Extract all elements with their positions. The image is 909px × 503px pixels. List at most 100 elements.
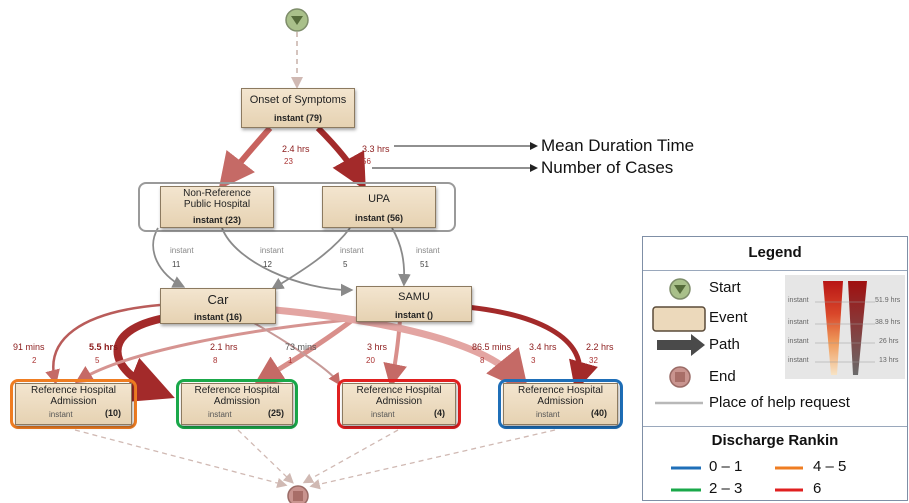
annotation-number-cases: Number of Cases xyxy=(541,158,674,177)
node-upa[interactable]: UPA instant (56) xyxy=(322,186,436,228)
node-onset-of-symptoms[interactable]: Onset of Symptoms instant (79) xyxy=(241,88,355,128)
rankin-frame-blue xyxy=(498,379,623,429)
edge-label-time: 3.3 hrs xyxy=(362,144,390,154)
edge-label-count: 1 xyxy=(288,356,293,365)
node-title-line1: Reference Hospital xyxy=(356,385,442,396)
legend-scale-left-label: instant xyxy=(788,338,809,345)
node-non-reference-hospital[interactable]: Non-Reference Public Hospital instant (2… xyxy=(160,186,274,228)
node-samu[interactable]: SAMU instant () xyxy=(356,286,472,322)
node-reference-hospital-4[interactable]: Reference Hospital Admission instant (40… xyxy=(503,383,618,425)
edge-label-count: 3 xyxy=(531,356,536,365)
rankin-frame-red xyxy=(337,379,461,429)
node-count: (10) xyxy=(104,408,121,418)
edge-onset-upa xyxy=(315,125,366,191)
legend-scale-left-label: instant xyxy=(788,319,809,326)
node-sub: instant (23) xyxy=(192,215,241,225)
legend-scale-wedge-b xyxy=(848,281,867,375)
edge-label-time: instant xyxy=(170,246,194,255)
rankin-frame-green xyxy=(176,379,298,429)
edge-label-count: 56 xyxy=(362,157,371,166)
edge-label-count: 8 xyxy=(480,356,485,365)
node-duration: instant xyxy=(49,410,73,419)
legend-rankin-label: 6 xyxy=(813,480,822,497)
legend-scale-left-label: instant xyxy=(788,297,809,304)
node-title: Car xyxy=(207,292,229,307)
legend-help-label: Place of help request xyxy=(709,394,850,411)
node-reference-hospital-3[interactable]: Reference Hospital Admission instant (4) xyxy=(342,383,456,425)
node-reference-hospital-2[interactable]: Reference Hospital Admission instant (25… xyxy=(181,383,293,425)
node-duration: instant xyxy=(371,410,395,419)
edge-label-count: 8 xyxy=(213,356,218,365)
edge-label-count: 12 xyxy=(263,260,272,269)
edge-label-count: 2 xyxy=(32,356,37,365)
dashed-ref3-end xyxy=(302,429,399,484)
edge-label-time: 5.5 hrs xyxy=(89,342,119,352)
legend-path-label: Path xyxy=(709,336,740,353)
legend-scale-left-label: instant xyxy=(788,357,809,364)
edge-upa-samu xyxy=(391,227,411,287)
edge-label-time: 2.2 hrs xyxy=(586,342,614,352)
dashed-ref2-end xyxy=(237,429,294,484)
edge-label-time: instant xyxy=(260,246,284,255)
legend-event-icon xyxy=(652,306,706,332)
edge-label-count: 5 xyxy=(343,260,348,269)
node-title-line1: Reference Hospital xyxy=(194,385,280,396)
node-title-line2: Admission xyxy=(213,396,261,407)
start-chevron-icon xyxy=(291,16,303,25)
node-title: SAMU xyxy=(398,291,430,303)
node-duration: instant xyxy=(208,410,232,419)
node-sub: instant () xyxy=(395,310,433,320)
node-count: (25) xyxy=(267,408,284,418)
edge-label-count: 32 xyxy=(589,356,598,365)
edge-car-ref3 xyxy=(244,317,341,386)
edge-onset-nonref xyxy=(218,126,273,190)
node-title-line1: Reference Hospital xyxy=(517,385,604,396)
legend-rankin-label: 2 – 3 xyxy=(709,480,743,497)
number-cases-arrowhead xyxy=(530,164,538,172)
edge-label-count: 20 xyxy=(366,356,375,365)
legend-rankin-title: Discharge Rankin xyxy=(711,432,839,449)
node-car[interactable]: Car instant (16) xyxy=(160,288,276,324)
legend-scale-right-label: 38.9 hrs xyxy=(875,319,901,326)
mean-duration-arrowhead xyxy=(530,142,538,150)
legend-event-label: Event xyxy=(709,309,748,326)
edge-car-ref1 xyxy=(45,303,161,385)
legend-scale-wedge-a xyxy=(823,281,843,375)
edge-car-ref4 xyxy=(274,306,529,393)
node-title-line2: Admission xyxy=(375,396,423,407)
node-sub: instant (56) xyxy=(354,213,403,223)
node-duration: instant xyxy=(536,410,560,419)
legend-end-label: End xyxy=(709,368,736,385)
edge-nonref-car xyxy=(152,227,186,288)
node-title: Onset of Symptoms xyxy=(249,94,347,106)
edge-label-time: 3 hrs xyxy=(367,342,388,352)
edge-label-time: 2.1 hrs xyxy=(210,342,238,352)
legend-scale-right-label: 26 hrs xyxy=(879,338,899,345)
node-sub: instant (79) xyxy=(273,113,322,123)
legend-divider xyxy=(643,426,907,427)
edge-label-time: 86.5 mins xyxy=(472,342,512,352)
edge-label-count: 23 xyxy=(284,157,293,166)
node-title-line1: Non-Reference xyxy=(183,188,251,199)
edge-nonref-samu xyxy=(221,227,354,297)
legend-rankin-label: 0 – 1 xyxy=(709,458,743,475)
legend-icons xyxy=(652,275,905,492)
rankin-frame-orange xyxy=(10,379,137,429)
edge-label-count: 51 xyxy=(420,260,429,269)
legend-scale-right-label: 13 hrs xyxy=(879,357,899,364)
node-title-line2: Admission xyxy=(50,396,97,407)
edge-upa-car xyxy=(270,227,351,290)
edge-label-time: instant xyxy=(416,246,440,255)
dashed-ref1-end xyxy=(74,429,288,489)
legend-end-square-icon xyxy=(675,372,685,382)
legend-scale-right-label: 51.9 hrs xyxy=(875,297,901,304)
edge-label-time: instant xyxy=(340,246,364,255)
edge-label-count: 5 xyxy=(95,356,100,365)
legend-panel: Legend Start Event Path End Place of hel… xyxy=(642,236,908,501)
node-title-line1: Reference Hospital xyxy=(30,385,117,396)
node-sub: instant (16) xyxy=(193,312,242,322)
node-title-line2: Admission xyxy=(537,396,584,407)
node-reference-hospital-1[interactable]: Reference Hospital Admission instant (10… xyxy=(15,383,132,425)
legend-path-icon xyxy=(657,334,705,356)
node-title-line2: Public Hospital xyxy=(183,199,251,210)
